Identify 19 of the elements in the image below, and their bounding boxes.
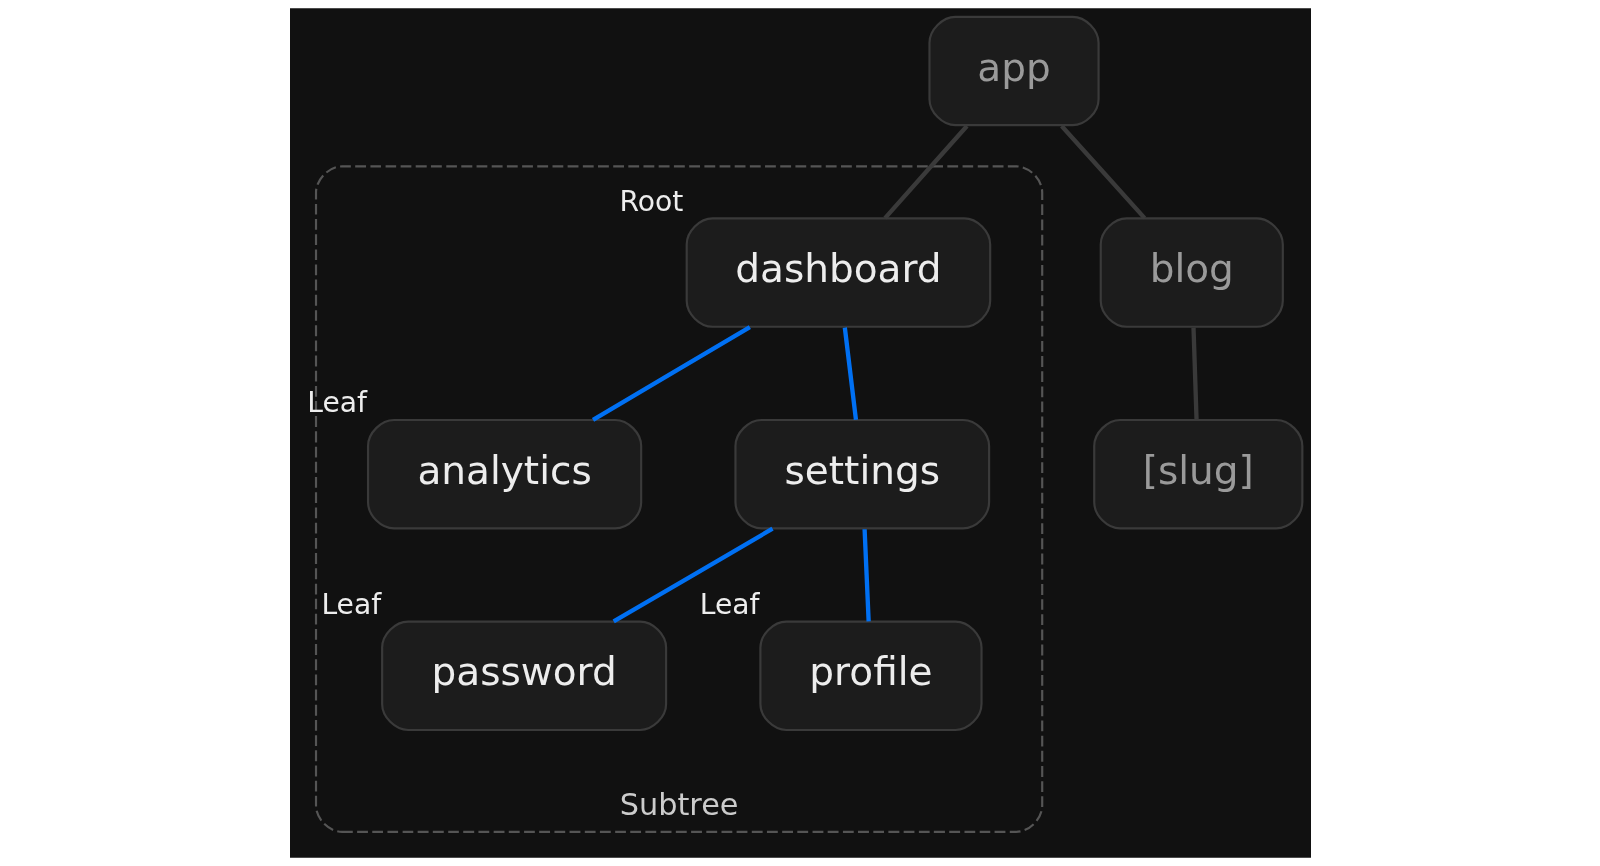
node-box: profile — [758, 620, 983, 732]
connector — [1059, 124, 1146, 220]
connector — [882, 124, 969, 220]
connector — [861, 529, 871, 622]
node-box: analytics — [366, 418, 642, 530]
connector — [591, 325, 751, 422]
node-box: settings — [733, 418, 990, 530]
connector — [1190, 327, 1199, 420]
node-label: Leaf — [306, 386, 367, 420]
node-label: Leaf — [320, 587, 381, 621]
node-label: Root — [618, 184, 683, 218]
node-label: Leaf — [699, 587, 759, 621]
node-box: dashboard — [685, 217, 991, 328]
node-box: [slug] — [1092, 418, 1303, 530]
node-box: blog — [1099, 217, 1284, 328]
node-box: password — [380, 620, 667, 732]
node-box: app — [927, 15, 1100, 127]
connector — [842, 327, 858, 420]
connector — [612, 526, 774, 624]
